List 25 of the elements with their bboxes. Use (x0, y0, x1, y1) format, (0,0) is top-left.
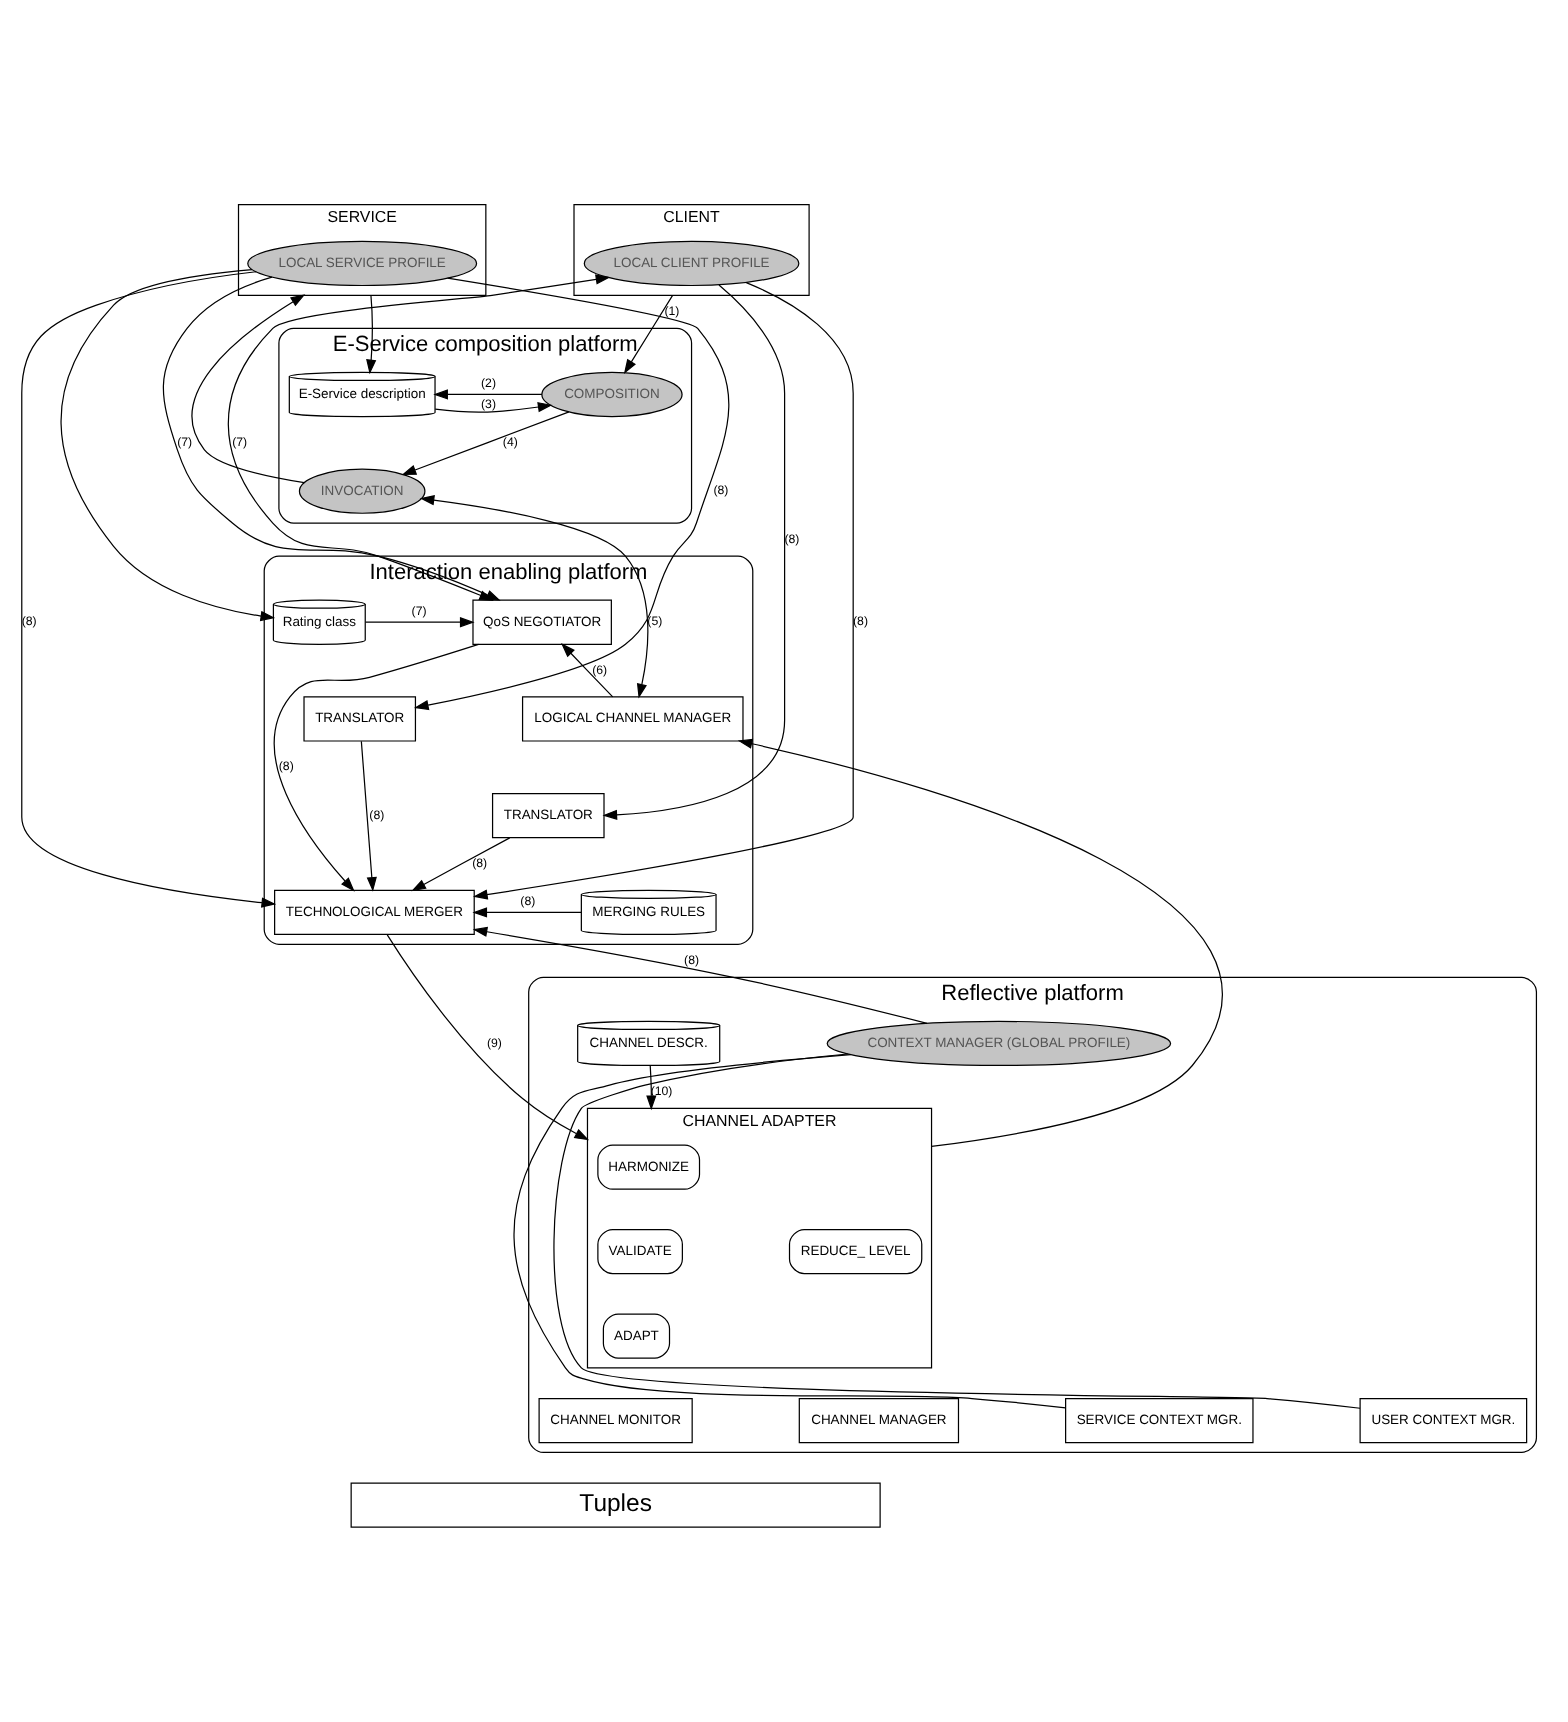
arrow (413, 277, 730, 711)
arrow (411, 837, 511, 892)
arrow (273, 643, 480, 892)
arrow (364, 617, 475, 628)
arrow (433, 389, 543, 400)
arrow (472, 282, 854, 900)
arrow (419, 495, 649, 699)
arrow (561, 643, 614, 698)
arrow (472, 907, 582, 918)
arrow (360, 740, 377, 892)
arrow (21, 271, 277, 908)
arrow (623, 294, 674, 374)
arrow (602, 284, 786, 820)
arrow (60, 268, 276, 622)
connector (513, 1054, 1067, 1409)
arrow (434, 401, 553, 413)
arrow (386, 934, 590, 1141)
arrow (366, 294, 377, 375)
node-box: Tuples (350, 1482, 881, 1528)
arrow (401, 411, 570, 476)
arrow (191, 294, 306, 484)
arrow (737, 738, 1223, 1148)
connector (553, 1053, 1361, 1409)
arrow (646, 1065, 657, 1111)
arrow (472, 926, 928, 1024)
